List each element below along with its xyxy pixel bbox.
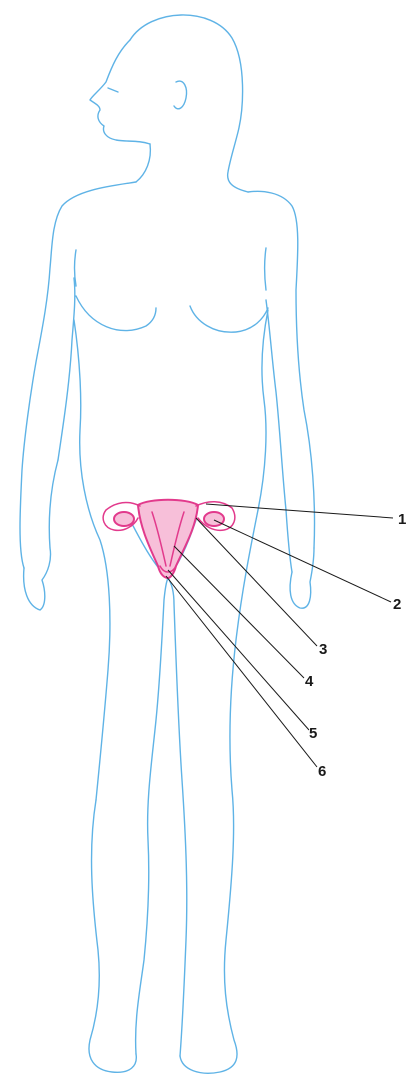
right-waist-hip (258, 310, 268, 510)
chest-line (265, 248, 267, 290)
left-breast (76, 296, 156, 331)
eye (108, 88, 118, 92)
left-waist-hip (74, 320, 110, 800)
leader-line-2 (214, 520, 391, 602)
callout-label-4: 4 (305, 673, 314, 690)
left-leg-outer (89, 800, 136, 1072)
torso-left (20, 182, 136, 568)
sternum-line (75, 250, 77, 286)
neck-left (136, 144, 150, 182)
uterus-body (138, 500, 198, 578)
right-inner-arm (266, 300, 292, 572)
face-profile (90, 40, 150, 144)
ear (174, 81, 187, 109)
callout-label-3: 3 (319, 641, 327, 658)
callout-label-1: 1 (398, 511, 406, 528)
callout-labels: 1 2 3 4 5 6 (305, 511, 406, 780)
callout-label-2: 2 (393, 596, 401, 613)
right-leg-outer (180, 510, 258, 1073)
left-leg-inner (136, 578, 168, 1054)
right-ovary (204, 512, 224, 526)
leader-line-5 (168, 570, 309, 730)
leader-lines (166, 504, 393, 767)
left-inner-arm (58, 278, 75, 460)
leader-line-3 (196, 518, 317, 646)
callout-label-6: 6 (318, 763, 326, 780)
callout-label-5: 5 (309, 725, 317, 742)
left-hand (24, 460, 58, 610)
right-leg-inner (168, 578, 187, 1056)
right-breast (190, 306, 268, 332)
left-ovary (114, 512, 134, 526)
right-arm-outer (248, 191, 315, 548)
